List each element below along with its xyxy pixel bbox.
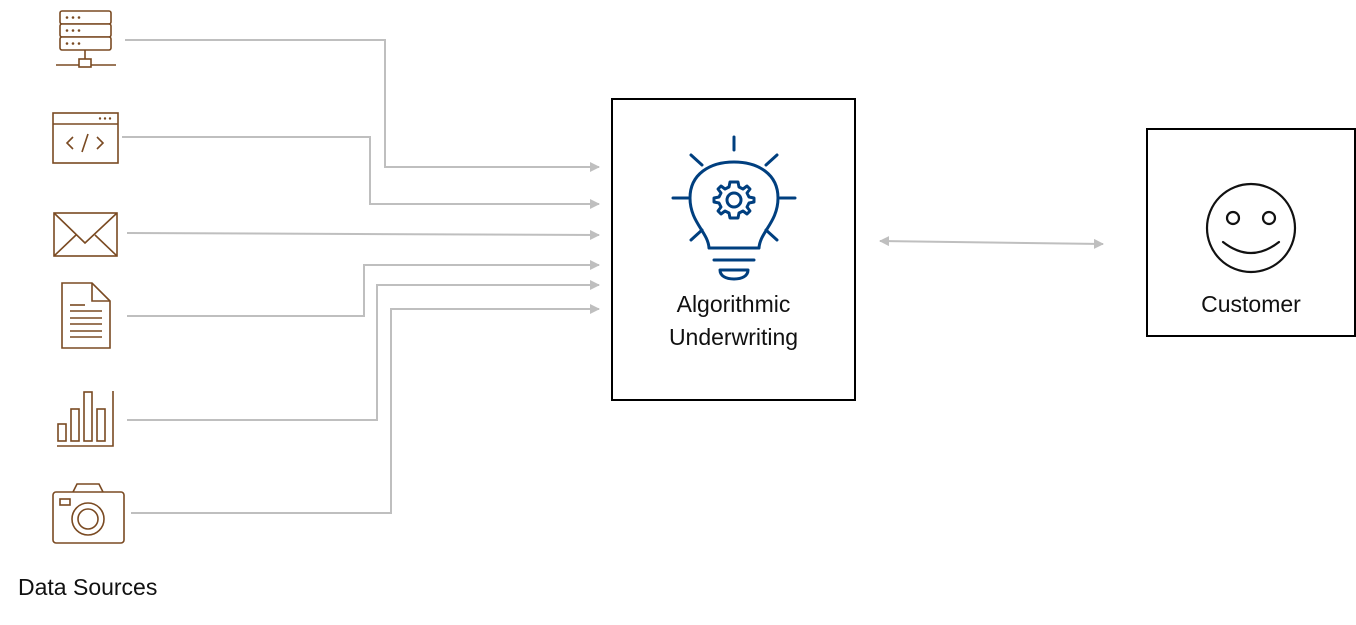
lightbulb-gear-icon: [671, 135, 797, 281]
connector-analytics-to-engine: [127, 280, 600, 421]
engine-label-line1: Algorithmic: [676, 291, 791, 317]
engine-label-line2: Underwriting: [668, 324, 799, 350]
server-icon: [56, 10, 116, 68]
connector-photo-to-engine: [131, 304, 600, 514]
connector-document-to-engine: [127, 260, 600, 317]
connector-server-to-engine: [125, 39, 600, 172]
smiley-face-icon: [1205, 182, 1297, 274]
algorithmic-underwriting-box[interactable]: Algorithmic Underwriting: [611, 98, 856, 401]
customer-box[interactable]: Customer: [1146, 128, 1356, 337]
document-icon: [61, 282, 111, 349]
bar-chart-icon: [57, 391, 114, 447]
customer-label: Customer: [1201, 291, 1301, 317]
code-window-icon: [52, 112, 119, 164]
connector-engine-customer: [879, 236, 1104, 249]
connector-code-to-engine: [122, 136, 600, 209]
data-sources-label: Data Sources: [18, 574, 158, 600]
camera-icon: [52, 483, 125, 544]
connector-email-to-engine: [126, 229, 600, 240]
envelope-icon: [53, 212, 118, 257]
